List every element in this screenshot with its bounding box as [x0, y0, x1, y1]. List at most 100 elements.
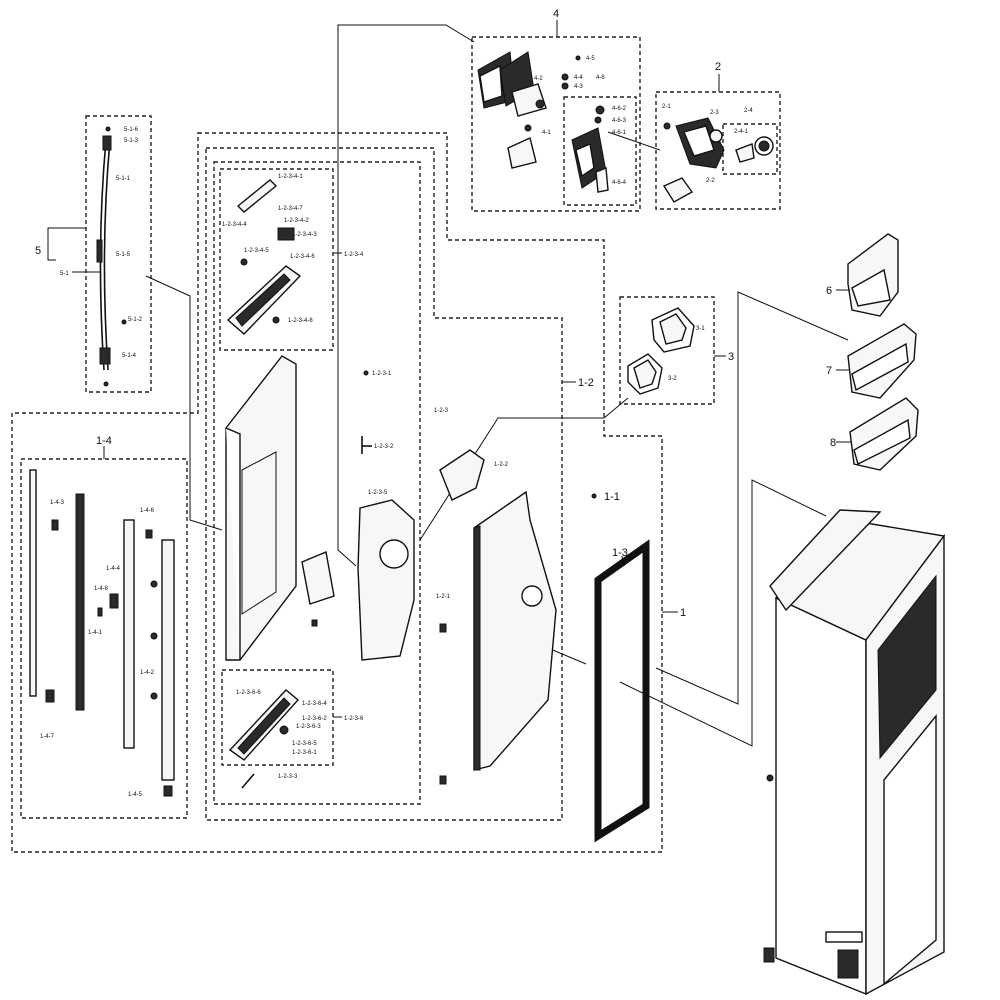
handle-insert-5-1-5: [96, 239, 103, 263]
knob-1-4-b: [150, 632, 158, 640]
group-1-2-3-box: [213, 161, 421, 805]
label-5-1: 5-1: [60, 271, 69, 277]
leader-lines: [103, 20, 852, 718]
label-1-2-3-6-5: 1-2-3-6-5: [292, 741, 317, 747]
label-1-2-3-5: 1-2-3-5: [368, 490, 388, 496]
dispenser-funnel-1-2-3-5: [357, 499, 415, 661]
label-1-4-5: 1-4-5: [128, 792, 143, 798]
clip-1-4-8: [97, 607, 103, 617]
housing-insert-2: [683, 125, 715, 157]
dispenser-cover-4: [507, 137, 537, 169]
clip-1-4-6: [145, 529, 153, 539]
label-4-2: 4-2: [534, 76, 543, 82]
label-1-2-3-4-7: 1-2-3-4-7: [278, 206, 303, 212]
screw-1-1: [591, 493, 597, 499]
label-1-2-3-4-1: 1-2-3-4-1: [278, 174, 303, 180]
label-1-2-3-6-6: 1-2-3-6-6: [236, 690, 261, 696]
dispenser-lever-4-2: [511, 83, 547, 117]
label-1-2-3-4-4: 1-2-3-4-4: [222, 222, 247, 228]
door-inner-panel-1-1: [473, 490, 557, 771]
label-1-4-8: 1-4-8: [94, 586, 109, 592]
label-1-4-3: 1-4-3: [50, 500, 65, 506]
label-1-4: 1-4: [96, 435, 112, 447]
cabinet-side-panel: [883, 714, 937, 986]
cabinet-side-knob: [766, 774, 774, 782]
label-4-6: 4-6: [596, 75, 605, 81]
door-bins: [847, 233, 919, 471]
label-3-2: 3-2: [668, 376, 677, 382]
door-assembly-parts: [225, 355, 597, 785]
label-1-2-3-4-2: 1-2-3-4-2: [284, 218, 309, 224]
label-1-3: 1-3: [612, 547, 628, 559]
screw-bottom-5: [103, 381, 109, 387]
cabinet-hinge-bracket: [769, 509, 882, 612]
rail-dark-1-2-3-6: [237, 697, 291, 755]
knob-1-4-2: [150, 692, 158, 700]
base-2-2: [662, 177, 694, 203]
ring-inner-2-4-1: [758, 140, 770, 152]
callout-labels: 4 4-5 4-2 4-4 4-3 4-6 4-1 4-6-2 4-6-3 4-…: [35, 8, 836, 798]
rail-strip-2: [75, 493, 85, 711]
rail-strip-4: [161, 539, 175, 781]
label-1-4-7: 1-4-7: [40, 734, 55, 740]
label-1-2: 1-2: [578, 377, 594, 389]
label-7: 7: [826, 365, 832, 377]
clip-1-4-7: [45, 689, 55, 703]
connector-to-fridge-top: [655, 291, 849, 705]
group-1-2-box: [205, 147, 563, 821]
clip-1-2-1: [439, 623, 447, 633]
bracket-5: [47, 227, 56, 261]
label-4-5: 4-5: [586, 56, 595, 62]
door-liner-recess: [241, 451, 277, 615]
label-4-6-4: 4-6-4: [612, 180, 627, 186]
label-1-2-3-6-2: 1-2-3-6-2: [302, 716, 327, 722]
label-1-4-1: 1-4-1: [88, 630, 103, 636]
label-8: 8: [830, 437, 836, 449]
group-1-box: [11, 132, 663, 853]
label-4-3: 4-3: [574, 84, 583, 90]
group-1-2-3-6-box: [221, 669, 334, 766]
screw-1-2-3-4-5: [240, 258, 248, 266]
label-1-4-4: 1-4-4: [106, 566, 121, 572]
label-5: 5: [35, 245, 41, 257]
door-frame-edge: [473, 525, 481, 771]
label-1-2-3-4-8: 1-2-3-4-8: [288, 318, 313, 324]
connector-to-fridge-side: [619, 479, 827, 747]
label-1-4-2: 1-4-2: [140, 670, 155, 676]
label-1-4-6: 1-4-6: [140, 508, 155, 514]
label-1-2-3-2: 1-2-3-2: [374, 444, 394, 450]
clip-bottom: [439, 775, 447, 785]
fitting-4-6-2: [595, 105, 605, 115]
label-1-2-3: 1-2-3: [434, 408, 449, 414]
cap-inner-3-1: [659, 313, 687, 345]
label-1-2-1: 1-2-1: [436, 594, 451, 600]
label-1-2-3-6: 1-2-3-6: [344, 716, 364, 722]
door-bin-6-front: [851, 268, 891, 307]
leader-1-3: [621, 555, 625, 567]
label-5-1-2: 5-1-2: [128, 317, 143, 323]
label-4-6-1: 4-6-1: [612, 130, 627, 136]
label-4-1: 4-1: [542, 130, 551, 136]
screw-5-1-6: [105, 126, 111, 132]
screw-4-5: [575, 55, 581, 61]
screw-5-1-2: [121, 319, 127, 325]
label-1-2-3-6-3: 1-2-3-6-3: [296, 724, 321, 730]
group-3-box: [619, 296, 715, 405]
label-1-2-3-4-5: 1-2-3-4-5: [244, 248, 269, 254]
label-5-1-3: 5-1-3: [124, 138, 139, 144]
label-2-1: 2-1: [662, 104, 671, 110]
group-4-box: [471, 36, 641, 212]
fitting-4-6-3: [594, 116, 602, 124]
rod-1-2-3-3: [241, 773, 255, 789]
connector-lines: [145, 24, 849, 747]
group-1-4-parts: [29, 469, 175, 797]
group-5-parts: [47, 126, 127, 387]
chute-1-2-2: [439, 449, 485, 501]
label-5-1-5: 5-1-5: [116, 252, 131, 258]
label-3: 3: [728, 351, 734, 363]
gear-2-3: [709, 129, 723, 143]
rail-strip-1: [29, 469, 37, 697]
label-1-2-3-4-3: 1-2-3-4-3: [292, 232, 317, 238]
cabinet-vent-grille: [837, 949, 859, 979]
